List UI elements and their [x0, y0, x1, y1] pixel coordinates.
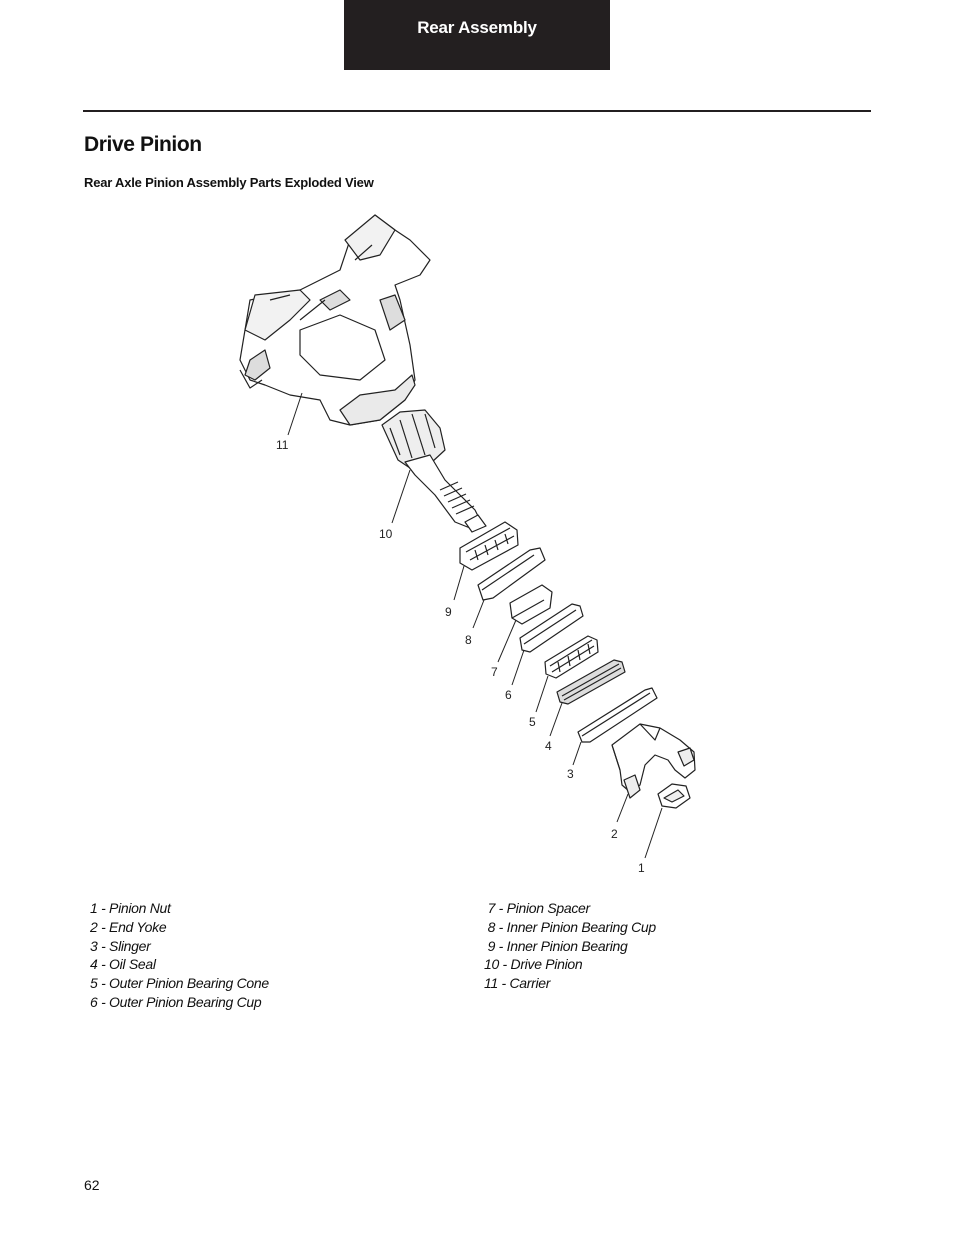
legend-item: 11 - Carrier [484, 975, 551, 992]
exploded-view-diagram: 1 2 3 4 5 6 7 8 9 10 11 [239, 214, 696, 875]
oil-seal-part [556, 659, 626, 705]
pinion-spacer-part [509, 584, 553, 625]
legend-item: 6 - Outer Pinion Bearing Cup [90, 993, 262, 1010]
page-title: Drive Pinion [84, 133, 202, 156]
carrier-part [239, 214, 431, 426]
pinion-nut-part [657, 783, 691, 809]
outer-pinion-bearing-cone-part [544, 635, 599, 679]
inner-pinion-bearing-cup-part [477, 547, 546, 601]
drive-pinion-part [381, 409, 487, 533]
legend-item: 5 - Outer Pinion Bearing Cone [90, 975, 269, 992]
legend-item: 10 - Drive Pinion [484, 956, 583, 973]
page-number: 62 [84, 1177, 100, 1193]
callout-2: 2 [611, 827, 618, 841]
parts-legend-left: 1 - Pinion Nut 2 - End Yoke 3 - Slinger … [90, 899, 269, 1012]
legend-item: 2 - End Yoke [90, 918, 167, 935]
callout-6: 6 [505, 688, 512, 702]
callout-5: 5 [529, 715, 536, 729]
callout-11: 11 [276, 438, 289, 452]
section-tab: Rear Assembly [344, 0, 610, 70]
legend-item: 8 - Inner Pinion Bearing Cup [484, 918, 657, 935]
parts-legend-right: 7 - Pinion Spacer 8 - Inner Pinion Beari… [484, 899, 656, 993]
legend-item: 1 - Pinion Nut [90, 900, 171, 916]
callout-10: 10 [379, 527, 393, 541]
figure-caption: Rear Axle Pinion Assembly Parts Exploded… [84, 175, 374, 190]
header-rule [83, 110, 871, 112]
callout-3: 3 [567, 767, 574, 781]
inner-pinion-bearing-part [459, 521, 519, 571]
callout-9: 9 [445, 605, 452, 619]
callout-7: 7 [491, 665, 498, 679]
end-yoke-part [611, 723, 696, 799]
legend-item: 4 - Oil Seal [90, 956, 156, 973]
slinger-part [577, 687, 658, 743]
outer-pinion-bearing-cup-part [519, 603, 584, 653]
legend-item: 9 - Inner Pinion Bearing [484, 937, 628, 954]
callout-4: 4 [545, 739, 552, 753]
legend-item: 3 - Slinger [90, 937, 151, 954]
callout-1: 1 [638, 861, 645, 875]
callout-8: 8 [465, 633, 472, 647]
legend-item: 7 - Pinion Spacer [484, 900, 591, 916]
